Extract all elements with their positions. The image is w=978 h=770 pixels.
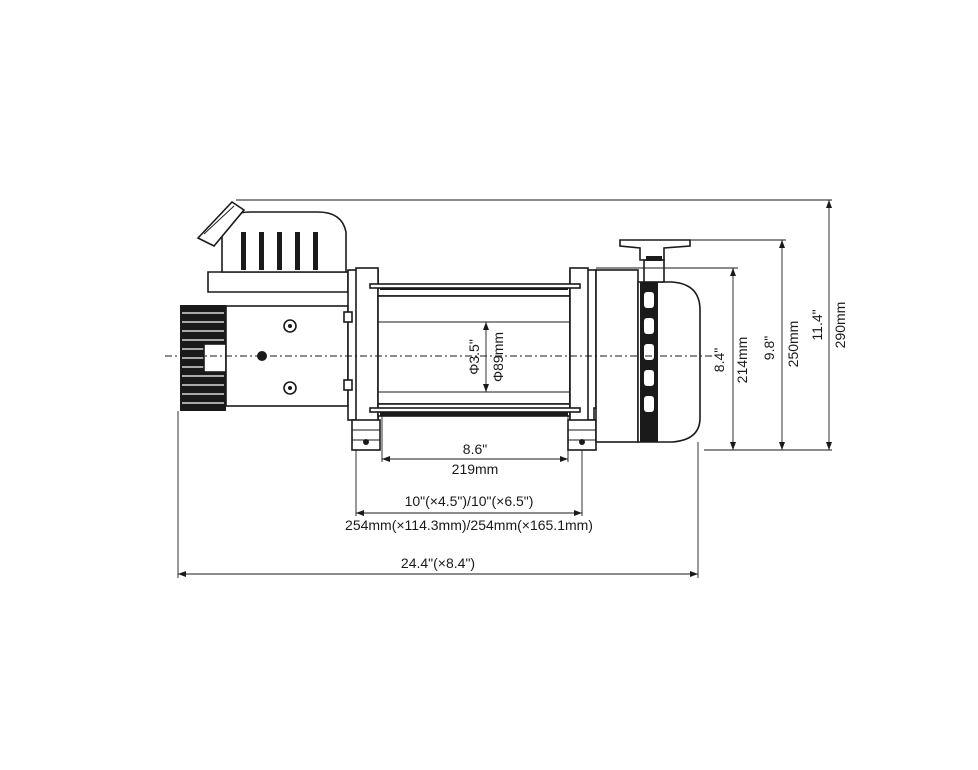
- winch-body: [165, 200, 712, 451]
- mount-pattern-inch-label: 10"(×4.5")/10"(×6.5"): [405, 493, 534, 509]
- drum-diameter-inch-label: Φ3.5": [466, 339, 482, 375]
- drum-diameter-mm-label: Φ89mm: [490, 332, 506, 382]
- height-9-8-inch-label: 9.8": [761, 336, 777, 360]
- right-end-plate: [567, 267, 603, 451]
- dimension-lines: Φ3.5" Φ89mm 8.6" 219mm 10"(×4.5")/10"(×6…: [177, 199, 848, 578]
- height-8-4-inch-label: 8.4": [711, 348, 727, 372]
- left-end-plate: [343, 267, 381, 451]
- height-11-4-inch-label: 11.4": [809, 309, 825, 340]
- height-214-mm-label: 214mm: [734, 337, 750, 384]
- overall-length-label: 24.4"(×8.4"): [401, 555, 475, 571]
- mount-pattern-mm-label: 254mm(×114.3mm)/254mm(×165.1mm): [345, 517, 593, 533]
- motor-end-grip: [180, 305, 227, 411]
- height-250-mm-label: 250mm: [785, 321, 801, 368]
- tie-rods: [369, 283, 581, 413]
- height-290-mm-label: 290mm: [832, 302, 848, 349]
- control-box: [196, 200, 349, 293]
- drum-length-inch-label: 8.6": [463, 441, 487, 457]
- drum-length-mm-label: 219mm: [452, 461, 499, 477]
- clutch-handle: [619, 239, 691, 283]
